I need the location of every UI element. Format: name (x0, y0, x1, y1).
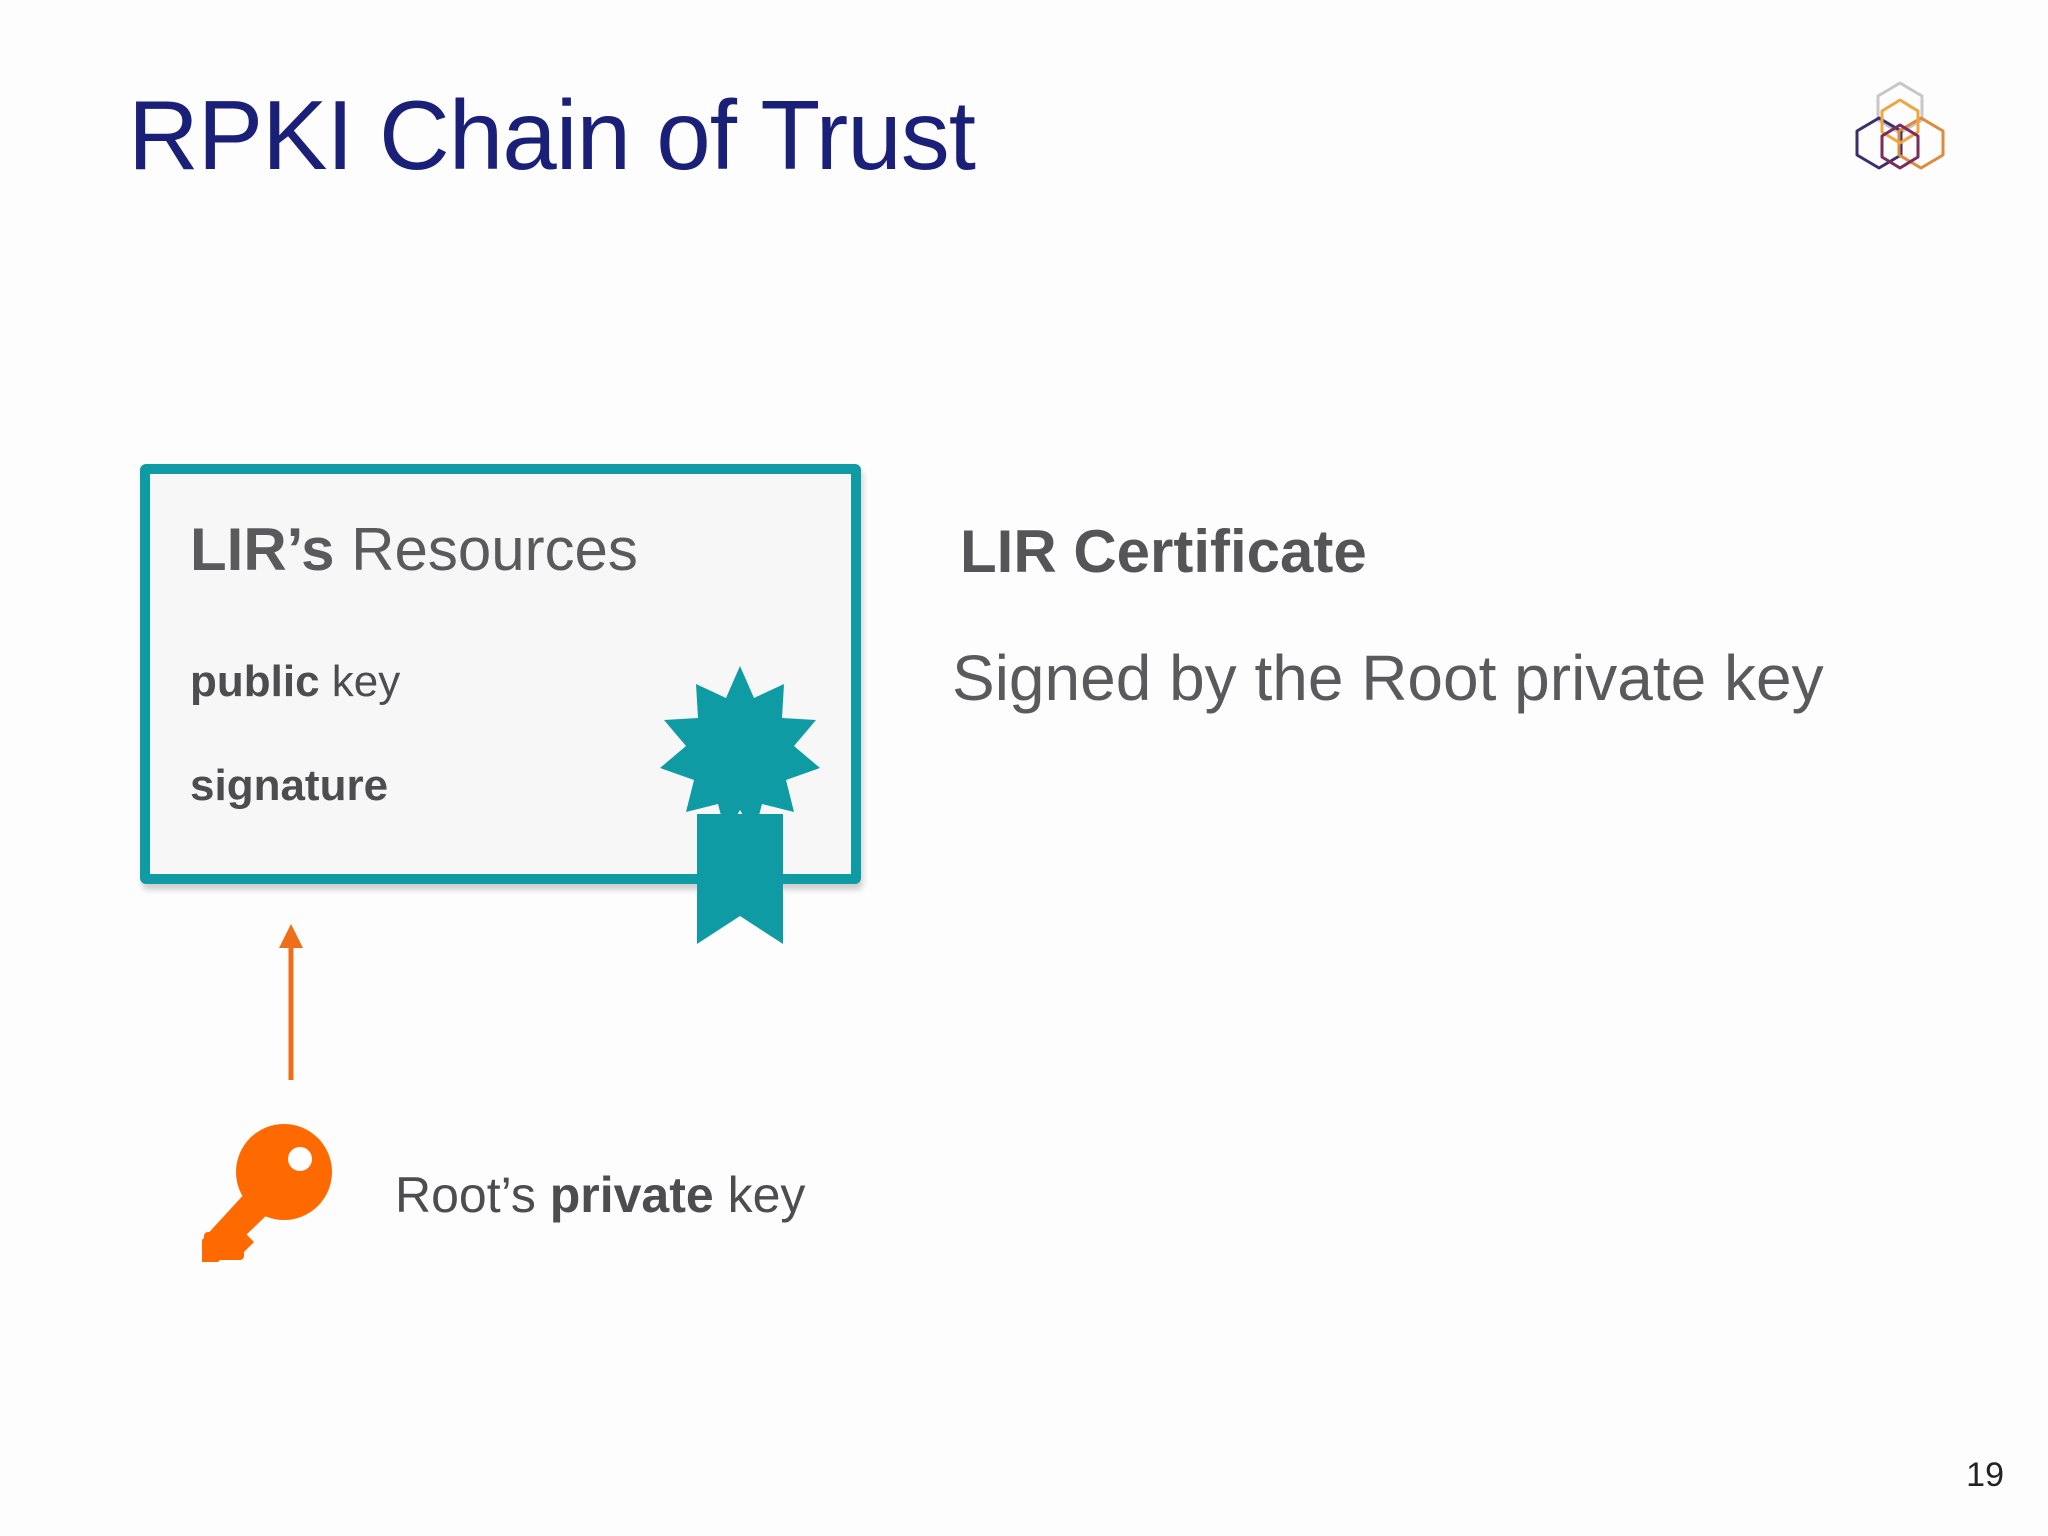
public-key-rest: key (319, 657, 401, 706)
signature-field: signature (190, 761, 389, 810)
lir-certificate-title: LIR Certificate (960, 518, 1367, 585)
key-label-bold: private (549, 1167, 714, 1223)
root-private-key-label: Root’s private key (395, 1170, 805, 1220)
key-label-suffix: key (713, 1167, 806, 1223)
key-label-prefix: Root’s (395, 1167, 550, 1223)
key-icon (202, 1124, 332, 1262)
ripe-ncc-logo-icon (1855, 81, 1945, 170)
page-number: 19 (1966, 1456, 2004, 1494)
lir-certificate-subtitle: Signed by the Root private key (952, 642, 1824, 714)
slide-title: RPKI Chain of Trust (128, 80, 976, 190)
certificate-title-rest: Resources (334, 516, 638, 583)
award-seal-ribbon-icon (660, 666, 820, 944)
arrow-up-icon (279, 924, 303, 1080)
certificate-title: LIR’s Resources (190, 520, 638, 580)
public-key-field: public key (190, 660, 400, 704)
public-key-bold: public (190, 657, 320, 706)
certificate-title-bold: LIR’s (190, 516, 335, 583)
